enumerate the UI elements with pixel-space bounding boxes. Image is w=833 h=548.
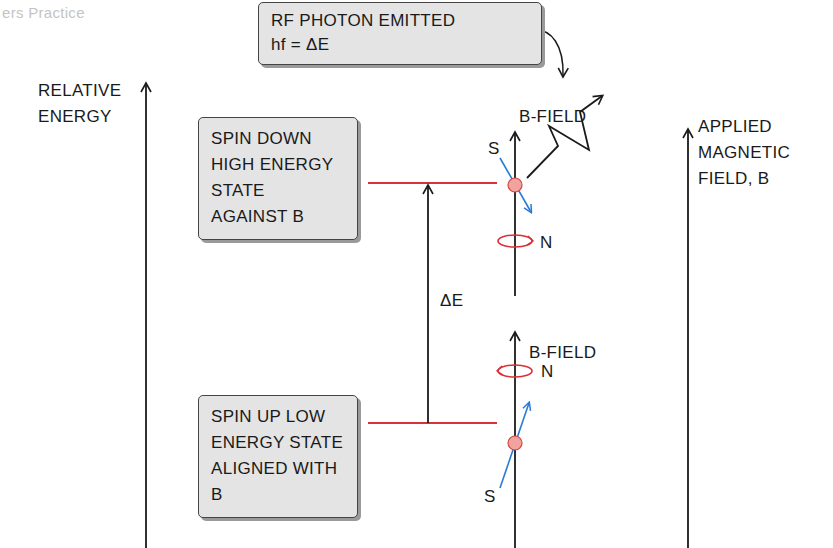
delta-e-label: ΔE <box>440 288 463 314</box>
spin-loop <box>498 365 532 377</box>
spin-loop <box>498 235 532 247</box>
proton <box>508 178 522 192</box>
pole-label: S <box>484 484 496 510</box>
callout-box: RF PHOTON EMITTEDhf = ΔE <box>258 2 542 65</box>
spin-loop-head <box>497 366 503 375</box>
state-box: SPIN UP LOW ENERGY STATE ALIGNED WITH B <box>198 395 358 518</box>
high-level-line <box>368 182 497 184</box>
axis-label: APPLIED MAGNETIC FIELD, B <box>698 114 818 192</box>
field-axis <box>687 130 689 548</box>
energy-axis <box>145 84 147 548</box>
box-text: SPIN DOWN HIGH ENERGY STATE AGAINST B <box>211 126 345 230</box>
field-label: B-FIELD <box>519 104 586 130</box>
box-text: RF PHOTON EMITTED <box>271 9 529 33</box>
b-field-arrow <box>514 133 516 296</box>
spin-vector <box>500 403 529 488</box>
pole-label: N <box>540 230 553 256</box>
field-label: B-FIELD <box>529 340 596 366</box>
box-text: hf = ΔE <box>271 33 529 57</box>
pole-label: S <box>488 136 500 162</box>
box-text: SPIN UP LOW ENERGY STATE ALIGNED WITH B <box>211 404 345 508</box>
pole-label: N <box>541 359 554 385</box>
axis-label: RELATIVE ENERGY <box>38 78 138 130</box>
watermark: ers Practice <box>2 0 85 26</box>
spin-loop-head <box>527 236 533 245</box>
proton <box>508 436 522 450</box>
delta-e-arrow <box>427 186 429 423</box>
low-level-line <box>368 422 497 424</box>
spin-vector <box>500 158 531 212</box>
state-box: SPIN DOWN HIGH ENERGY STATE AGAINST B <box>198 117 358 240</box>
